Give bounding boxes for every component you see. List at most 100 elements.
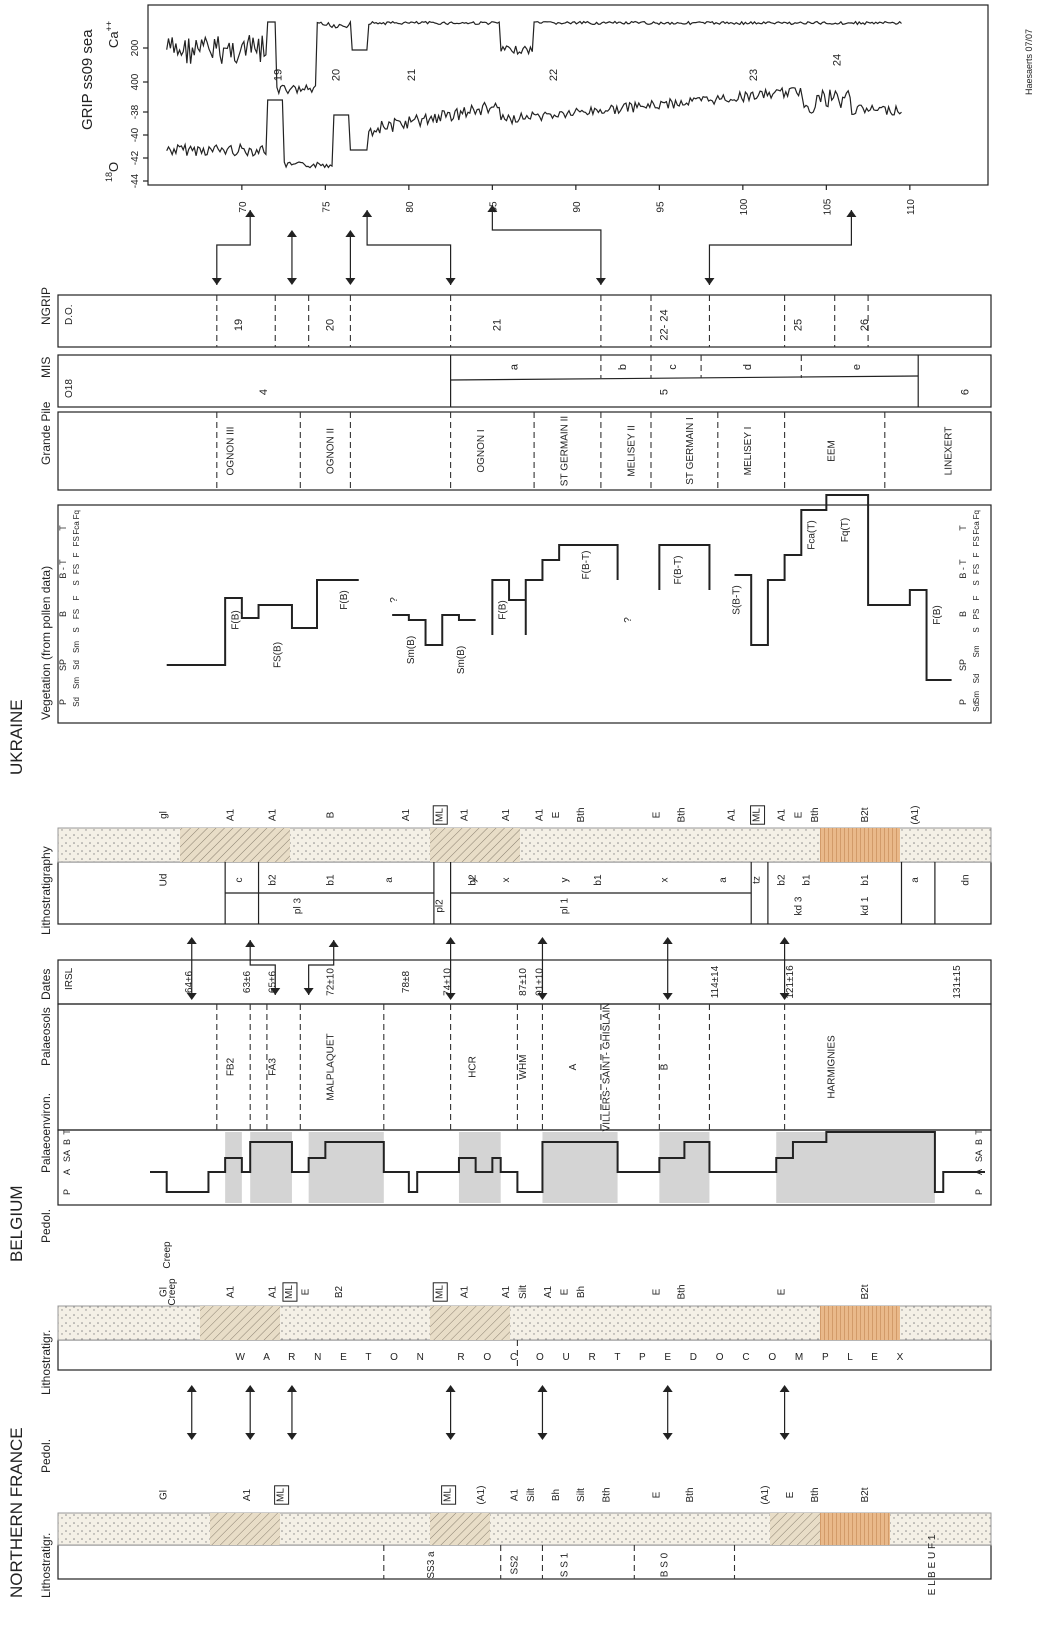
grip-event-2: 21 [406,69,418,81]
france-pedol-header: Pedol. [39,1439,53,1473]
veg-classes-right-main-3: B - T [958,559,968,579]
grande-pile-header: Grande Pile [39,401,53,465]
belgium-profile-band-c [820,1306,900,1340]
arrow-bent-d [708,210,852,285]
ngrip-event-2: 21 [492,319,504,331]
france-horizon-2: ML [276,1488,287,1502]
vegetation-label-8: ? [623,617,634,623]
veg-classes-right-sub-2-1: PS [972,609,981,620]
veg-classes-right-main-0: P [958,699,968,705]
arrow-be-ua-2-head-b [537,993,548,1000]
arrow-be-ua-4-head-a [779,937,790,944]
arrow-be-ua-3-head-b [662,993,673,1000]
france-profile-band-a [210,1513,280,1545]
mis-substage-3: d [742,364,754,370]
vegetation-label-9: F(B-T) [673,556,684,585]
arrow-fr-be-3-head-b [445,1433,456,1440]
vegetation-label-10: S(B-T) [732,585,743,614]
ukraine-unit-16: b2 [777,874,788,886]
ukraine-unit-0: Ud [159,874,170,887]
palaeosol-6: VILLERS- SAINT- GHISLAIN [601,1003,612,1132]
veg-classes-right-sub-2-0: S [972,627,981,632]
ukraine-horizon-19: (A1) [910,806,921,825]
veg-classes-right-sub-3-2: F [972,552,981,557]
france-profile-band-b [430,1513,490,1545]
ngrip-event-3: 22- 24 [659,309,671,340]
ngrip-event-0: 19 [233,319,245,331]
ukraine-horizon-1: A1 [226,808,237,821]
mis-substage-1: b [617,364,629,370]
ukraine-unit-11: b1 [593,874,604,886]
ca-tick-label-1: 400 [130,73,141,90]
o-tick-label-2: -42 [130,150,141,165]
age-tick-label-2: 80 [405,201,416,213]
arrow-bent-b-head-a [445,278,456,285]
belgium-horizon-5: E [301,1288,312,1295]
belgium-section: BELGIUM Lithostratigr. Pedol. Palaeoenvi… [7,959,992,1395]
arrow-bent-a [216,210,251,285]
veg-classes-sub-0-0: Sd [72,697,81,707]
arrow-be-ua-0-head-b [186,993,197,1000]
ukraine-unit-9: x [501,878,512,883]
belgium-horizon-17: B2t [860,1284,871,1299]
vegetation-label-12: Fq(T) [840,518,851,542]
palaeoenv-scale-left-4: T [62,1129,72,1135]
veg-classes-right-main-2: B [958,611,968,617]
veg-classes-main-1: SP [58,659,68,671]
grip-plot-frame [147,4,989,186]
o-tick-label-0: -38 [130,104,141,119]
france-horizon-8: Silt [576,1488,587,1502]
veg-classes-right-sub-4-0: FS [972,536,981,546]
france-horizon-6: Silt [526,1488,537,1502]
mis-stage-0: 4 [258,389,270,395]
irsl-date-4: 78±8 [401,970,412,993]
vegetation-label-13: F(B) [932,605,943,624]
belgium-pedol-note-0: Creep [162,1241,173,1269]
belgium-pedol-header: Pedol. [39,1209,53,1243]
vegetation-curve [166,494,952,681]
mis-substage-2: c [667,364,679,370]
grande-pile-stage-1: OGNON II [326,428,337,474]
france-unit-3: S S 1 [560,1552,571,1577]
vegetation-label-3: ? [389,597,400,603]
veg-classes-right-main-1: SP [958,659,968,671]
vegetation-label-5: Sm(B) [456,646,467,674]
veg-classes-sub-3-1: FS [72,564,81,574]
mis-subheader: O18 [64,379,75,398]
veg-classes-sub-1-2: Sm [72,641,81,653]
palaeosol-4: WHM [518,1055,529,1080]
ngrip-event-1: 20 [325,319,337,331]
vegetation-labels: F(B)FS(B)F(B)?Sm(B)Sm(B)F(B)F(B-T)?F(B-T… [231,518,943,674]
grande-pile-stage-4: MELISEY II [626,425,637,477]
veg-classes-right-sub-1-0: Sd [972,674,981,684]
vegetation-label-4: Sm(B) [406,636,417,664]
o-tick-label-1: -40 [130,127,141,142]
ukraine-unit-21: a [910,877,921,883]
ngrip-frame [57,294,992,348]
france-unit-1: SS3 a [426,1551,437,1579]
palaeosol-7: B [660,1063,671,1070]
ukraine-horizon-0: gl [159,811,170,819]
vegetation-curve-d [658,544,711,590]
ukraine-unit-18: kd 3 [793,896,804,915]
belgium-palaeoenv-curve [150,1131,985,1203]
ukraine-horizon-3: B [326,811,337,818]
grip-event-5: 24 [832,54,844,66]
vegetation-curve-a [166,579,359,666]
mis-header: MIS [39,357,53,378]
ukraine-horizon-6: A1 [459,808,470,821]
ukraine-unit-3: b1 [326,874,337,886]
arrow-fr-be-6-head-b [779,1433,790,1440]
irsl-date-3: 72±10 [326,968,337,996]
france-profile-band-c [770,1513,820,1545]
arrow-bent-c-head-b [487,205,498,212]
france-profile-band-d [820,1513,890,1545]
